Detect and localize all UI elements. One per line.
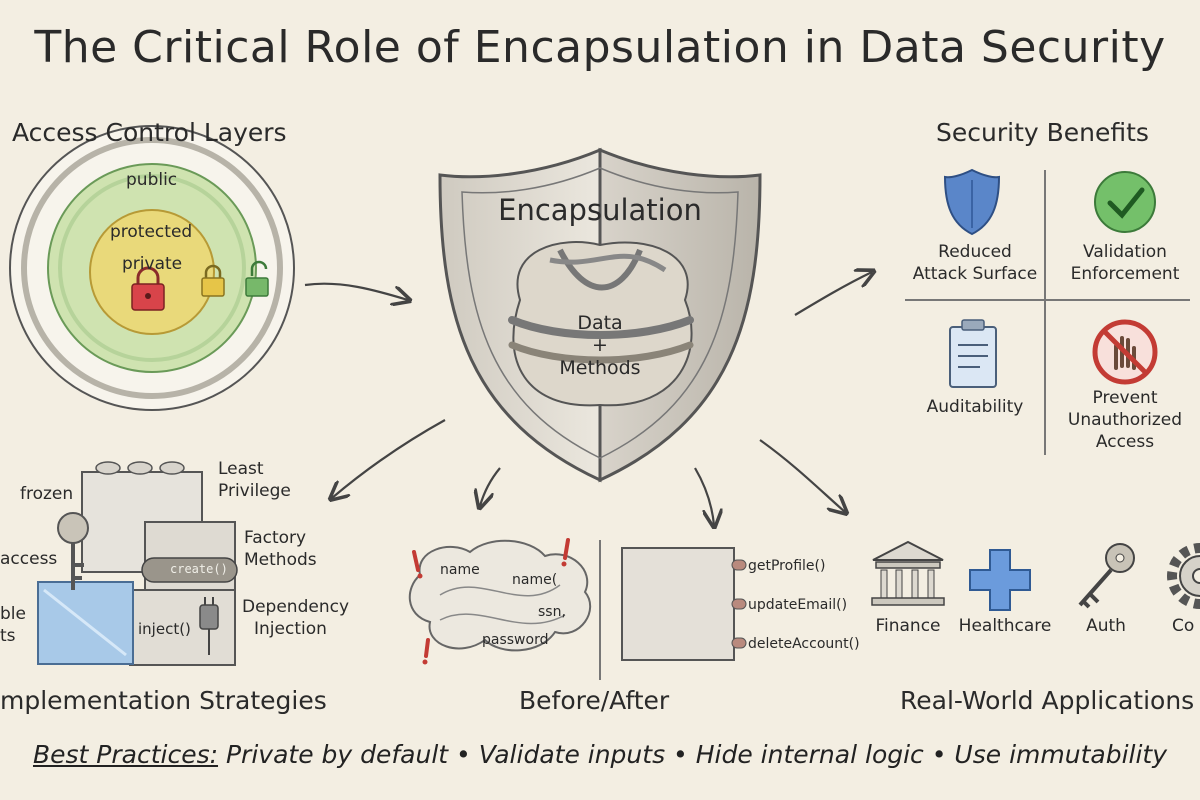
immutable-line2: ts [0, 626, 16, 646]
messy-field-password: password [482, 632, 549, 648]
data-label: Data [577, 312, 623, 334]
bank-icon [871, 540, 945, 606]
factory-methods-line2: Methods [244, 550, 317, 570]
inject-method-label: inject() [138, 620, 191, 638]
frozen-label: frozen [20, 484, 74, 504]
no-hand-icon [1092, 319, 1158, 385]
encapsulation-label: Encapsulation [498, 193, 702, 227]
benefit-prevent-line2: Unauthorized [1067, 410, 1183, 430]
shield-icon [943, 168, 1001, 236]
best-practices-banner: Best Practices: Private by default • Val… [0, 740, 1200, 769]
immutable-line1: ble [0, 604, 26, 624]
warning-mark-icon [412, 538, 570, 665]
app-finance: Finance [875, 616, 941, 636]
create-method-label: create() [170, 562, 228, 576]
benefit-validation-line1: Validation [1083, 242, 1167, 262]
private-lock-icon [131, 266, 165, 311]
messy-data-cloud [408, 539, 592, 652]
security-benefits-title: Security Benefits [936, 118, 1149, 147]
messy-field-name: name [440, 562, 480, 578]
method-delete-account: deleteAccount() [748, 636, 860, 652]
medical-cross-icon [969, 549, 1031, 611]
plug-icon [199, 597, 219, 655]
benefit-prevent-line3: Access [1095, 432, 1155, 452]
app-healthcare: Healthcare [958, 616, 1052, 636]
least-privilege-line1: Least [218, 459, 264, 479]
ring-label-private: private [122, 254, 183, 274]
before-after-title: Before/After [519, 686, 670, 715]
app-auth: Auth [1086, 616, 1126, 636]
least-privilege-line2: Privilege [218, 481, 291, 501]
key-icon [1078, 543, 1135, 609]
benefit-prevent-line1: Prevent [1092, 388, 1158, 408]
factory-methods-line1: Factory [244, 528, 307, 548]
method-update-email: updateEmail() [748, 597, 848, 613]
benefit-auditability: Auditability [926, 397, 1024, 417]
public-unlock-icon [245, 260, 269, 297]
method-get-profile: getProfile() [748, 558, 826, 574]
app-co: Co [1172, 616, 1195, 636]
page-title: The Critical Role of Encapsulation in Da… [34, 22, 1166, 73]
benefits-grid [905, 170, 1190, 455]
implementation-strategies-title: mplementation Strategies [0, 686, 327, 715]
clipboard-icon [949, 319, 997, 388]
methods-label: Methods [559, 357, 641, 379]
flow-arrows [304, 272, 872, 525]
best-practices-text: Private by default • Validate inputs • H… [218, 740, 1168, 769]
dependency-injection-line1: Dependency [242, 597, 350, 617]
real-world-applications-title: Real-World Applications [900, 686, 1195, 715]
messy-field-name-call: name( [512, 572, 558, 588]
key-icon-strategies [57, 512, 89, 590]
checkmark-icon [1094, 171, 1156, 233]
ring-label-protected: protected [110, 222, 193, 242]
benefit-validation-line2: Enforcement [1070, 264, 1180, 284]
messy-field-ssn: ssn, [538, 604, 566, 620]
plus-sign: + [592, 334, 608, 356]
ring-label-public: public [126, 170, 178, 190]
access-label: access [0, 549, 58, 569]
protected-lock-icon [201, 264, 225, 297]
benefit-reduced-line2: Attack Surface [912, 264, 1038, 284]
benefit-reduced-line1: Reduced [938, 242, 1012, 262]
encapsulated-object-box [621, 547, 747, 661]
best-practices-prefix: Best Practices: [32, 740, 219, 769]
dependency-injection-line2: Injection [254, 619, 327, 639]
data-bundle [508, 241, 694, 407]
access-control-title: Access Control Layers [12, 118, 287, 147]
gear-icon [1167, 543, 1200, 609]
